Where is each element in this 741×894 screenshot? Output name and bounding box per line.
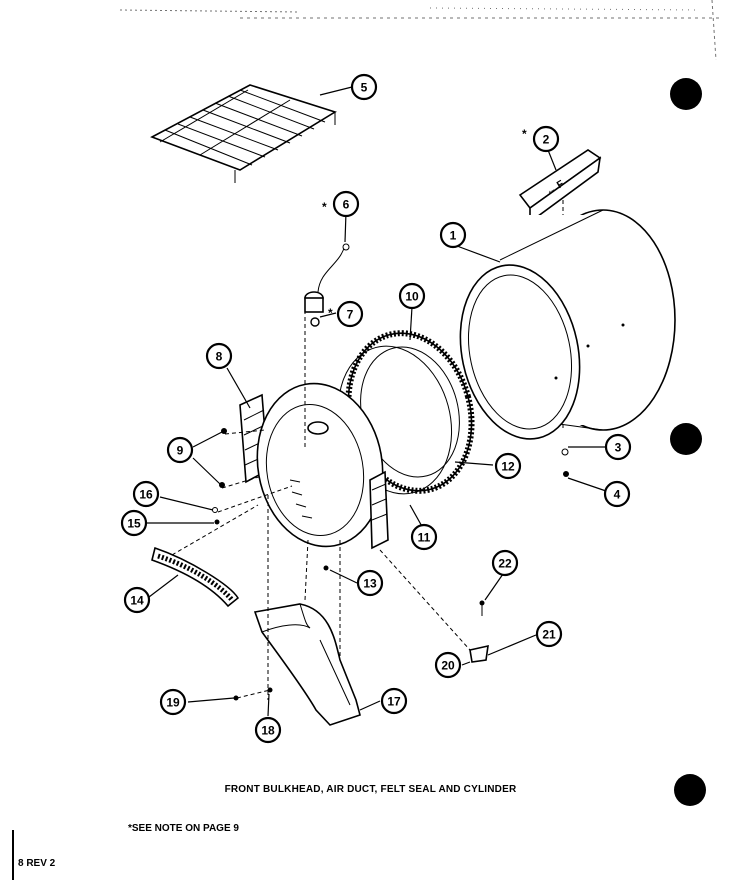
callout-12-circle (494, 452, 522, 480)
callout-15: 15 (120, 509, 148, 537)
callout-4-circle (603, 480, 631, 508)
callout-17: 17 (380, 687, 408, 715)
callout-2: 2 (532, 125, 560, 153)
callout-22-label: 22 (498, 557, 512, 571)
callout-17-circle (380, 687, 408, 715)
footnote: *SEE NOTE ON PAGE 9 (128, 823, 239, 834)
callout-4-label: 4 (614, 488, 621, 502)
callout-18: 18 (254, 716, 282, 744)
callout-5-circle (350, 73, 378, 101)
part-5-drying-rack (150, 84, 337, 183)
part-2-lint-filter: ← F (518, 149, 602, 224)
callout-13-label: 13 (363, 577, 377, 591)
asterisk-7: * (328, 306, 333, 320)
callout-16: 16 (132, 480, 160, 508)
callout-3-circle (604, 433, 632, 461)
callout-22: 22 (491, 549, 519, 577)
callout-20-circle (434, 651, 462, 679)
callout-7-circle (336, 300, 364, 328)
callout-8: 8 (205, 342, 233, 370)
callout-11-label: 11 (418, 531, 431, 545)
callout-16-label: 16 (139, 488, 153, 502)
callout-1: 1 (439, 221, 467, 249)
part-14-felt-seal (151, 546, 240, 608)
part-17-air-duct (253, 603, 361, 726)
callout-12-label: 12 (501, 460, 515, 474)
callout-7-label: 7 (347, 308, 354, 322)
callout-10-label: 10 (405, 290, 419, 304)
callout-2-label: 2 (543, 133, 550, 147)
callout-20-label: 20 (441, 659, 455, 673)
binder-hole-top (670, 78, 702, 110)
callout-21-circle (535, 620, 563, 648)
callout-6-label: 6 (343, 198, 350, 212)
scan-noise (119, 0, 720, 61)
callout-16-circle (132, 480, 160, 508)
assembly-dashed-lines (171, 429, 471, 700)
binder-hole-middle (670, 423, 702, 455)
part-1-cylinder (459, 209, 676, 440)
part-7-screw (310, 317, 320, 327)
callout-6: 6 (332, 190, 360, 218)
callout-1-label: 1 (450, 229, 457, 243)
callout-19-label: 19 (166, 696, 180, 710)
callout-8-circle (205, 342, 233, 370)
callout-3: 3 (604, 433, 632, 461)
callout-19-circle (159, 688, 187, 716)
callout-21: 21 (535, 620, 563, 648)
callout-10: 10 (398, 282, 426, 310)
callout-3-label: 3 (615, 441, 622, 455)
callout-11: 11 (410, 523, 438, 551)
callout-22-circle (491, 549, 519, 577)
diagram-caption: FRONT BULKHEAD, AIR DUCT, FELT SEAL AND … (224, 784, 517, 795)
callout-15-label: 15 (127, 517, 141, 531)
callout-6-circle (332, 190, 360, 218)
asterisk-2: * (522, 127, 527, 141)
callout-17-label: 17 (387, 695, 401, 709)
callout-7: 7 (336, 300, 364, 328)
callout-14-label: 14 (130, 594, 144, 608)
callout-12: 12 (494, 452, 522, 480)
callout-18-label: 18 (261, 724, 275, 738)
callout-5: 5 (350, 73, 378, 101)
callout-18-circle (254, 716, 282, 744)
callout-8-label: 8 (216, 350, 223, 364)
callout-20: 20 (434, 651, 462, 679)
front-bulkhead (256, 382, 389, 550)
callout-9: 9 (166, 436, 194, 464)
part-20-21-22-hardware (469, 600, 489, 663)
callout-13-circle (356, 569, 384, 597)
callout-5-label: 5 (361, 81, 368, 95)
callout-2-circle (532, 125, 560, 153)
fasteners (212, 428, 569, 701)
part-6-sensor-wire (304, 243, 350, 313)
callout-9-label: 9 (177, 444, 184, 458)
callout-21-label: 21 (542, 628, 556, 642)
binder-hole-bottom (674, 774, 706, 806)
callout-14-circle (123, 586, 151, 614)
callout-13: 13 (356, 569, 384, 597)
callout-11-circle (410, 523, 438, 551)
callout-19: 19 (159, 688, 187, 716)
page-edge-mark (12, 830, 14, 880)
callout-1-circle (439, 221, 467, 249)
callout-9-circle (166, 436, 194, 464)
page-reference: 8 REV 2 (18, 858, 56, 869)
callout-4: 4 (603, 480, 631, 508)
callout-15-circle (120, 509, 148, 537)
callout-14: 14 (123, 586, 151, 614)
asterisk-6: * (322, 200, 327, 214)
asterisk-marks: * * * (322, 127, 527, 320)
callout-10-circle (398, 282, 426, 310)
